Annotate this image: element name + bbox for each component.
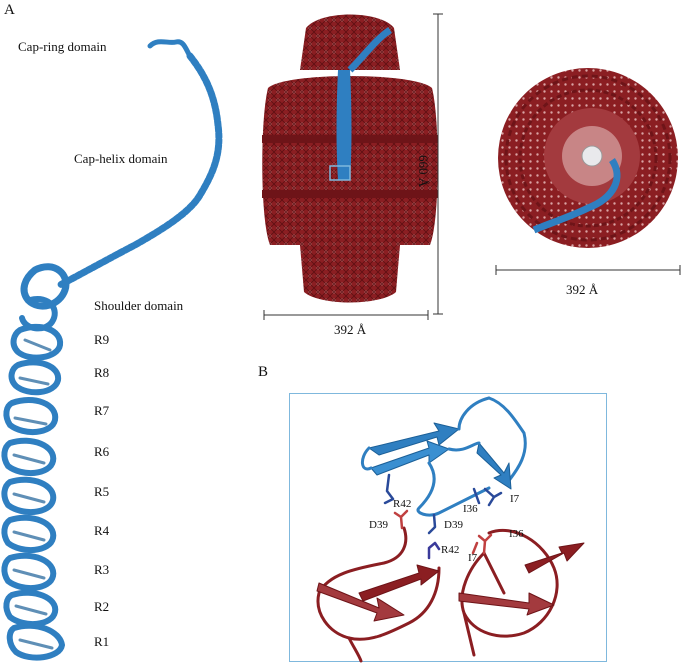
cap-ring-helix [147,39,193,59]
repeat-label-r3: R3 [94,562,110,577]
residue-label-i7-blue: I7 [510,493,520,505]
cap-helix-domain-label: Cap-helix domain [74,151,168,166]
monomer-highlight [336,70,352,180]
shoulder-domain-label: Shoulder domain [94,298,184,313]
vault-top-view [498,68,678,248]
height-dimension-label: 660 Å [416,155,431,188]
panel-label-b: B [258,364,269,380]
repeat-label-r2: R2 [94,599,110,614]
interface-detail-box [289,393,607,662]
repeat-label-r9: R9 [94,332,110,347]
repeat-label-r4: R4 [94,523,110,538]
residue-label-i7-red: I7 [468,552,478,564]
residue-label-r42-red: R42 [441,544,460,556]
side-width-dimension-bar [263,310,429,320]
repeat-label-r7: R7 [94,403,110,418]
repeat-label-r8: R8 [94,365,110,380]
interface-detail-structure [316,396,585,663]
top-view-monomer-highlight [532,158,621,234]
residue-label-i36-red: I36 [509,528,524,540]
height-dimension-bar [433,13,443,315]
repeat-label-r1: R1 [94,634,110,649]
top-width-dimension-label: 392 Å [566,282,599,297]
top-width-dimension-bar [495,265,681,275]
panel-label-a: A [4,2,15,18]
cap-helix [56,52,223,289]
cap-ring-domain-label: Cap-ring domain [18,39,107,54]
side-width-dimension-label: 392 Å [334,322,367,337]
residue-label-d39-left: D39 [369,519,388,531]
vault-side-view [262,14,438,303]
residue-label-i36-blue: I36 [463,503,478,515]
residue-label-d39-mid: D39 [444,519,463,531]
residue-label-r42-blue: R42 [393,498,412,510]
repeat-label-r6: R6 [94,444,110,459]
repeat-label-r5: R5 [94,484,110,499]
vault-monomer-structure [1,39,223,661]
interaction-box [329,165,351,181]
repeat-domain-stack [1,323,66,661]
